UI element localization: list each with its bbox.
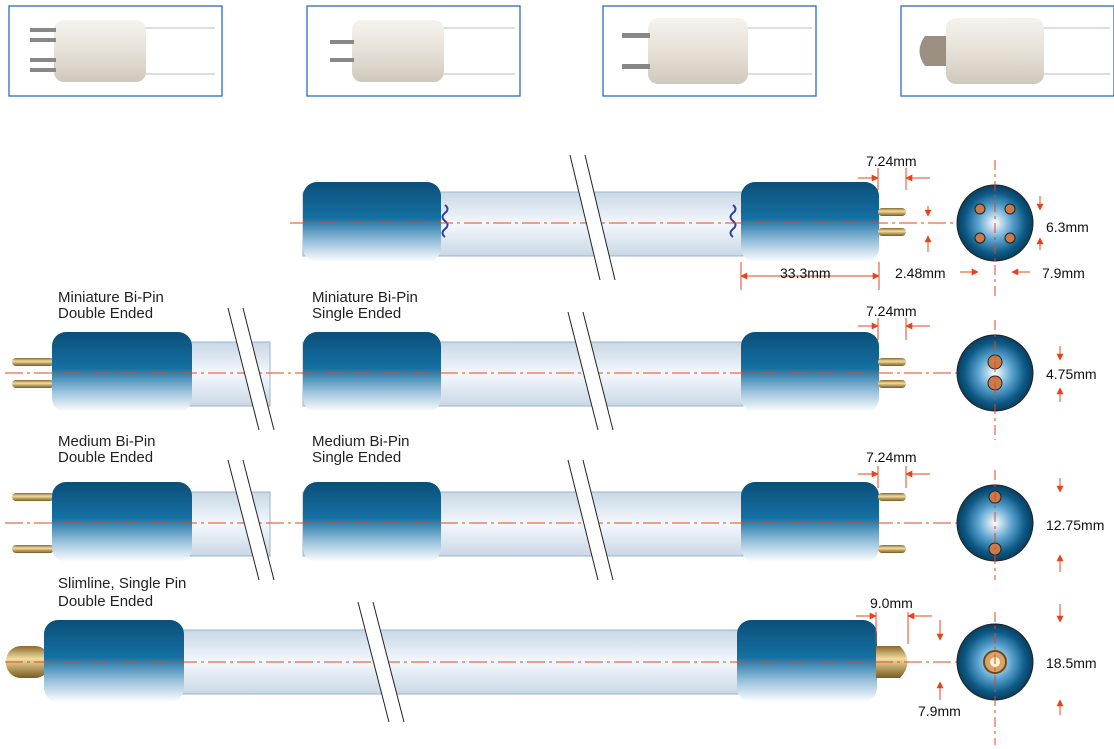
label-medium-single-1: Medium Bi-Pin xyxy=(312,433,410,450)
dim-r4-outer: 18.5mm xyxy=(1046,655,1097,671)
label-miniature-single-2: Single Ended xyxy=(312,305,401,322)
label-medium-double-1: Medium Bi-Pin xyxy=(58,433,156,450)
label-miniature-double-1: Miniature Bi-Pin xyxy=(58,289,164,306)
label-slimline-1: Slimline, Single Pin xyxy=(58,575,186,592)
dim-r1-outer: 7.9mm xyxy=(1042,265,1085,281)
lamp-row-2 xyxy=(5,307,1064,440)
label-slimline-2: Double Ended xyxy=(58,593,153,610)
label-medium-double-2: Double Ended xyxy=(58,449,153,466)
label-miniature-single-1: Miniature Bi-Pin xyxy=(312,289,418,306)
dim-r1-pin-circle: 6.3mm xyxy=(1046,219,1089,235)
dim-r2-pin-spacing: 7.24mm xyxy=(866,303,917,319)
lamp-row-3 xyxy=(5,459,1064,581)
lamp-row-1 xyxy=(290,154,1044,300)
dim-r2-pin-circle: 4.75mm xyxy=(1046,366,1097,382)
dim-r3-pin-circle: 12.75mm xyxy=(1046,517,1104,533)
dim-r1-pin-gap: 2.48mm xyxy=(895,265,946,281)
photo-four-pin-base xyxy=(8,5,223,97)
lamp-row-4 xyxy=(5,601,1064,745)
dim-r4-pin-length: 9.0mm xyxy=(870,595,913,611)
photo-single-pin-base xyxy=(900,5,1114,97)
dim-r1-pin-spacing: 7.24mm xyxy=(866,153,917,169)
dim-r4-pin-diameter: 7.9mm xyxy=(918,703,961,719)
dim-r3-pin-spacing: 7.24mm xyxy=(866,449,917,465)
label-miniature-double-2: Double Ended xyxy=(58,305,153,322)
label-medium-single-2: Single Ended xyxy=(312,449,401,466)
photo-two-pin-base-wide xyxy=(602,5,817,97)
dim-r1-cap-length: 33.3mm xyxy=(780,265,831,281)
photo-two-pin-base xyxy=(306,5,521,97)
